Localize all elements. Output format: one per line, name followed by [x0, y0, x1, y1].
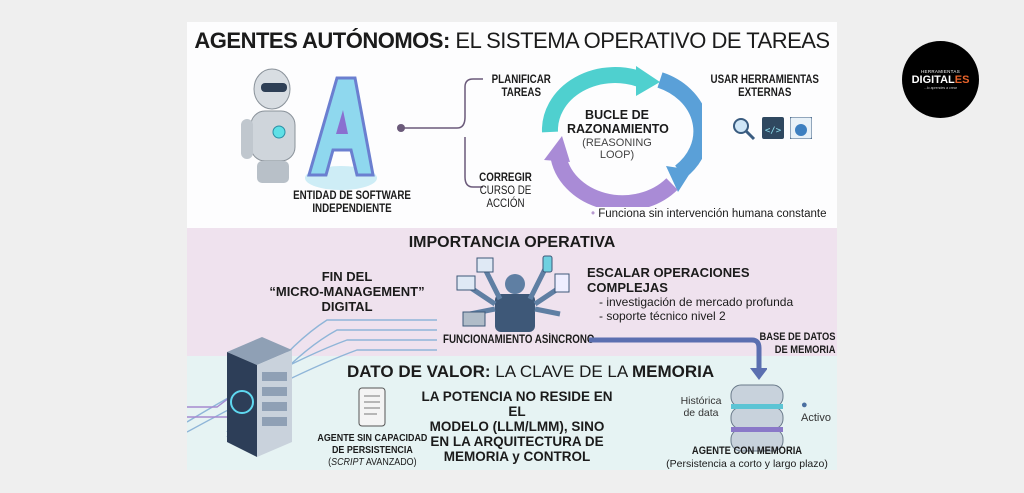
active-label: ● Activo [801, 399, 831, 424]
operational-importance-title: IMPORTANCIA OPERATIVA [408, 234, 616, 251]
globe-icon [790, 117, 812, 139]
infographic: AGENTES AUTÓNOMOS: EL SISTEMA OPERATIVO … [187, 22, 837, 470]
autonomy-note: • Funciona sin intervención humana const… [591, 208, 827, 220]
main-title: AGENTES AUTÓNOMOS: EL SISTEMA OPERATIVO … [194, 28, 830, 53]
reasoning-loop-label: BUCLE DE RAZONAMIENTO (REASONING LOOP) [567, 108, 669, 162]
async-arrow [589, 337, 767, 380]
memory-agent-label: AGENTE CON MEMORIA (Persistencia a corto… [666, 445, 828, 470]
reasoning-loop-arrows [541, 66, 702, 207]
letter-a-logo-icon [305, 76, 377, 190]
memory-key-title: DATO DE VALOR: LA CLAVE DE LA MEMORIA [347, 362, 715, 381]
connector-bracket [397, 78, 483, 188]
scale-operations-block: ESCALAR OPERACIONES COMPLEJAS - investig… [587, 265, 794, 323]
code-icon: </> [762, 117, 784, 139]
server-brain-illustration [227, 337, 292, 457]
script-scroll-icon [358, 387, 386, 427]
svg-text:</>: </> [765, 126, 782, 136]
micro-management-label: FIN DEL“MICRO-MANAGEMENT” DIGITAL [269, 269, 425, 314]
search-icon [733, 118, 756, 141]
robot-illustration [241, 68, 296, 183]
section-memory-key [187, 356, 837, 470]
memory-database-icon [730, 384, 784, 452]
herramientas-digitales-logo: HERRAMIENTAS DIGITALES ...lo aprendes a … [902, 41, 979, 118]
async-label: FUNCIONAMIENTO ASÍNCRONO [443, 334, 595, 346]
multitasking-person-illustration [456, 255, 570, 332]
